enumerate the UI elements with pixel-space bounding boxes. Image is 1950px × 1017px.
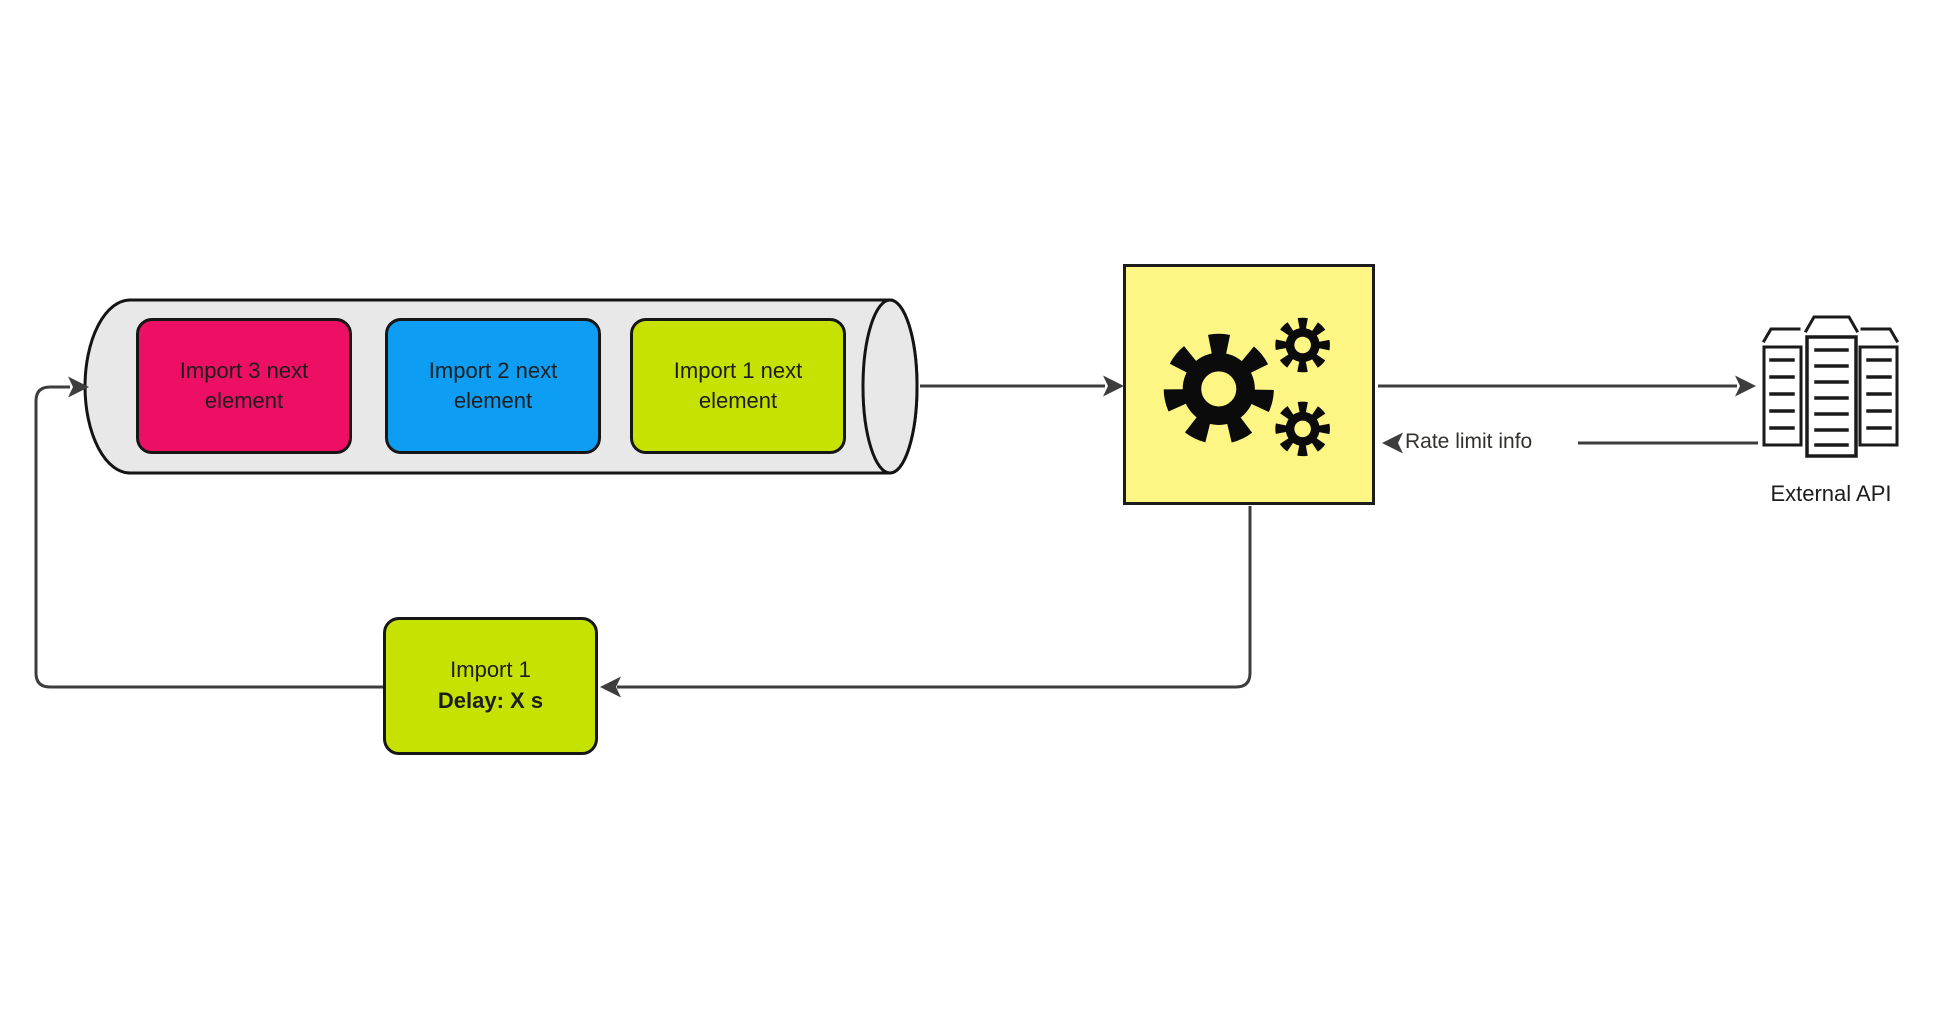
edge-queue-to-processor — [920, 375, 1124, 397]
delay-box-value: Delay: X s — [437, 688, 544, 713]
queue-item-import-1: Import 1 next element — [630, 318, 846, 454]
gear-large — [1163, 333, 1274, 444]
gear-small-top — [1275, 317, 1330, 373]
queue-item-label: Import 2 next element — [428, 358, 558, 413]
edge-api-to-processor — [1382, 432, 1758, 454]
queue-item-import-2: Import 2 next element — [385, 318, 601, 454]
queue-item-label: Import 3 next element — [179, 358, 309, 413]
delay-box-title: Import 1 — [450, 657, 531, 683]
queue-item-import-3: Import 3 next element — [136, 318, 352, 454]
edge-delay-to-queue — [34, 376, 383, 689]
edge-processor-to-api — [1378, 375, 1756, 397]
delay-box: Import 1 Delay: X s — [383, 617, 598, 755]
processor-box — [1123, 264, 1375, 505]
external-api-label: External API — [1770, 481, 1892, 506]
edge-processor-to-delay — [600, 506, 1252, 698]
rate-limit-label: Rate limit info — [1405, 430, 1533, 453]
buildings-icon — [1761, 315, 1900, 458]
gear-small-bottom — [1275, 401, 1330, 457]
queue-item-label: Import 1 next element — [673, 358, 803, 413]
gears-icon — [1163, 317, 1330, 457]
